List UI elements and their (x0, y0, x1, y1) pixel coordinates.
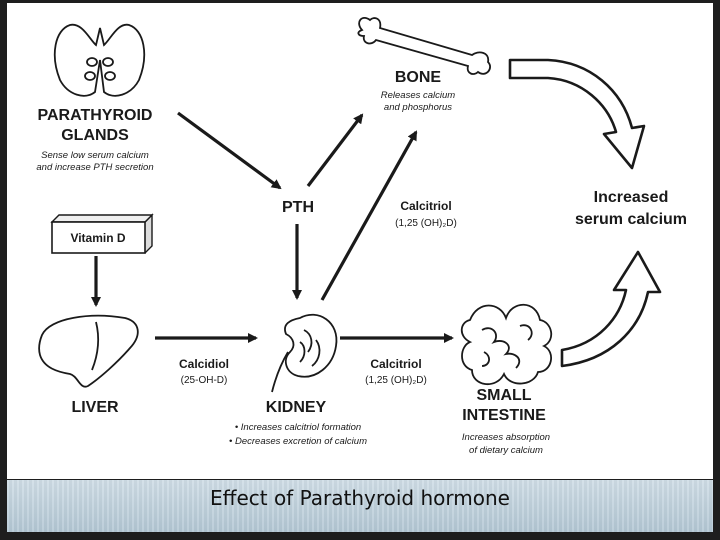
intestine-title-2: INTESTINE (462, 407, 546, 424)
parathyroid-title-2: GLANDS (61, 127, 129, 144)
vitamin-d-box: Vitamin D (52, 215, 152, 253)
edge-calcidiol-sub: (25-OH-D) (181, 375, 228, 386)
curved-arrow-bone-to-outcome (510, 60, 644, 168)
curved-arrow-intestine-to-outcome (562, 252, 660, 366)
vitamin-d-label: Vitamin D (70, 231, 125, 245)
parathyroid-title-1: PARATHYROID (38, 107, 153, 124)
arrow-pth-to-bone (308, 115, 362, 186)
edge-calcidiol-label: Calcidiol (179, 357, 229, 371)
bone-title: BONE (395, 69, 442, 86)
edge-calcitriol-intestine-sub: (1,25 (OH)₂D) (365, 375, 427, 386)
liver-title: LIVER (71, 399, 119, 416)
edge-calcitriol-intestine-label: Calcitriol (370, 357, 421, 371)
arrow-parathyroid-to-pth (178, 113, 280, 188)
intestine-desc-2: of dietary calcium (469, 445, 543, 456)
parathyroid-desc-2: and increase PTH secretion (36, 162, 153, 173)
kidney-desc-1: • Increases calcitriol formation (235, 422, 361, 433)
intestine-desc-1: Increases absorption (462, 432, 550, 443)
edge-calcitriol-bone-label: Calcitriol (400, 199, 451, 213)
bone-icon (358, 18, 490, 74)
kidney-icon (272, 315, 336, 392)
parathyroid-desc-1: Sense low serum calcium (41, 150, 149, 161)
liver-icon (39, 316, 138, 387)
parathyroid-gland-icon (55, 25, 144, 96)
bone-desc-2: and phosphorus (384, 102, 452, 113)
arrow-kidney-to-bone (322, 132, 416, 300)
bone-desc-1: Releases calcium (381, 90, 456, 101)
edge-calcitriol-bone-sub: (1,25 (OH)₂D) (395, 218, 457, 229)
outcome-line-1: Increased (594, 189, 669, 206)
pth-label: PTH (282, 199, 314, 216)
kidney-desc-2: • Decreases excretion of calcium (229, 436, 367, 447)
kidney-title: KIDNEY (266, 399, 327, 416)
small-intestine-icon (462, 305, 552, 384)
outcome-line-2: serum calcium (575, 211, 687, 228)
intestine-title-1: SMALL (476, 387, 531, 404)
